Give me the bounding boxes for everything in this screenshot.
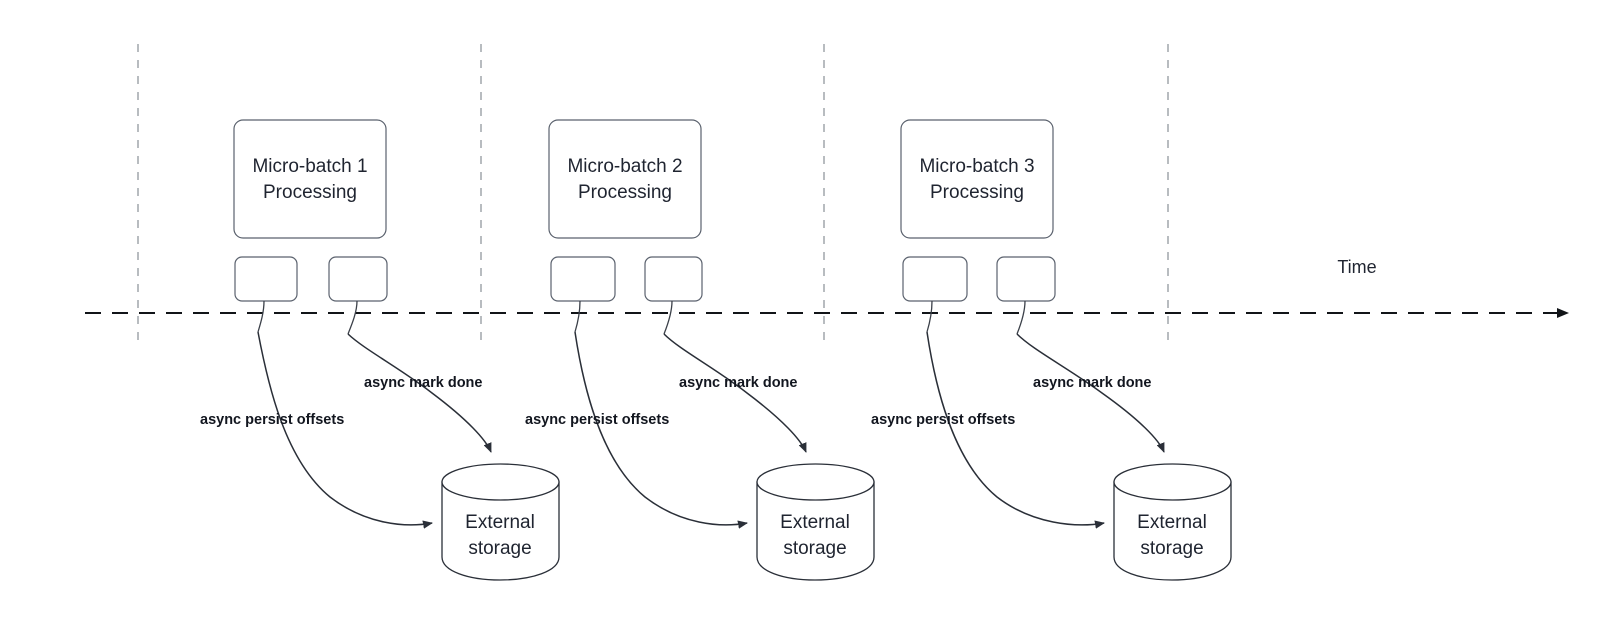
micro-batch-3-persist-label: async persist offsets [871, 412, 1015, 428]
micro-batch-3-label-line1: Micro-batch 3 [919, 156, 1034, 177]
micro-batch-3-mark-done-arrow [1016, 333, 1165, 453]
micro-batch-2-task-right[interactable] [644, 256, 703, 302]
external-storage-1-top [441, 463, 560, 501]
external-storage-1-label-line2: storage [468, 538, 531, 559]
micro-batch-1-persist-offsets-arrow [257, 331, 433, 529]
micro-batch-1-external-storage[interactable]: External storage [441, 463, 560, 581]
external-storage-2-top [756, 463, 875, 501]
micro-batch-3-external-storage[interactable]: External storage [1113, 463, 1232, 581]
micro-batch-2-persist-offsets-arrow [574, 331, 748, 529]
external-storage-3-label-line1: External [1137, 512, 1207, 533]
micro-batch-2-process-box[interactable] [548, 119, 702, 239]
micro-batch-2-mark-done-arrow [663, 333, 807, 453]
batch-boundaries [137, 44, 1169, 340]
micro-batch-3-process-box[interactable] [900, 119, 1054, 239]
micro-batch-2-external-storage[interactable]: External storage [756, 463, 875, 581]
external-storage-3-label-line2: storage [1140, 538, 1203, 559]
micro-batch-1-task-right[interactable] [328, 256, 388, 302]
external-storage-2-label-line2: storage [783, 538, 846, 559]
external-storage-1-body [441, 481, 560, 581]
micro-batch-2-task-left-stem [574, 300, 581, 333]
group-2: Micro-batch 2 Processing async persist o… [525, 119, 875, 581]
micro-batch-1-task-left-stem [257, 300, 265, 333]
micro-batch-2-task-left[interactable] [550, 256, 616, 302]
external-storage-3-top [1113, 463, 1232, 501]
micro-batch-2-task-right-stem [663, 300, 673, 335]
micro-batch-1-process-box[interactable] [233, 119, 387, 239]
time-axis: Time [85, 257, 1569, 318]
time-axis-label: Time [1337, 257, 1376, 277]
external-storage-3-body [1113, 481, 1232, 581]
group-3: Micro-batch 3 Processing async persist o… [871, 119, 1232, 581]
group-1: Micro-batch 1 Processing async persist o… [200, 119, 560, 581]
micro-batch-3-task-right[interactable] [996, 256, 1056, 302]
micro-batch-2-persist-label: async persist offsets [525, 412, 669, 428]
external-storage-2-body [756, 481, 875, 581]
micro-batch-3-mark-done-label: async mark done [1033, 375, 1151, 391]
micro-batch-1-mark-done-arrow [347, 333, 492, 453]
micro-batch-3-task-left[interactable] [902, 256, 968, 302]
micro-batch-1-task-right-stem [347, 300, 358, 335]
external-storage-2-label-line1: External [780, 512, 850, 533]
external-storage-1-label-line1: External [465, 512, 535, 533]
micro-batch-1-label-line2: Processing [263, 182, 357, 203]
micro-batch-1-mark-done-label: async mark done [364, 375, 482, 391]
micro-batch-2-label-line2: Processing [578, 182, 672, 203]
micro-batch-3-task-right-stem [1016, 300, 1026, 335]
micro-batch-3-task-left-stem [926, 300, 933, 333]
micro-batch-3-persist-offsets-arrow [926, 331, 1105, 529]
micro-batch-2-mark-done-label: async mark done [679, 375, 797, 391]
micro-batch-3-label-line2: Processing [930, 182, 1024, 203]
micro-batch-1-label-line1: Micro-batch 1 [252, 156, 367, 177]
micro-batch-1-task-left[interactable] [234, 256, 298, 302]
micro-batch-2-label-line1: Micro-batch 2 [567, 156, 682, 177]
micro-batch-1-persist-label: async persist offsets [200, 412, 344, 428]
